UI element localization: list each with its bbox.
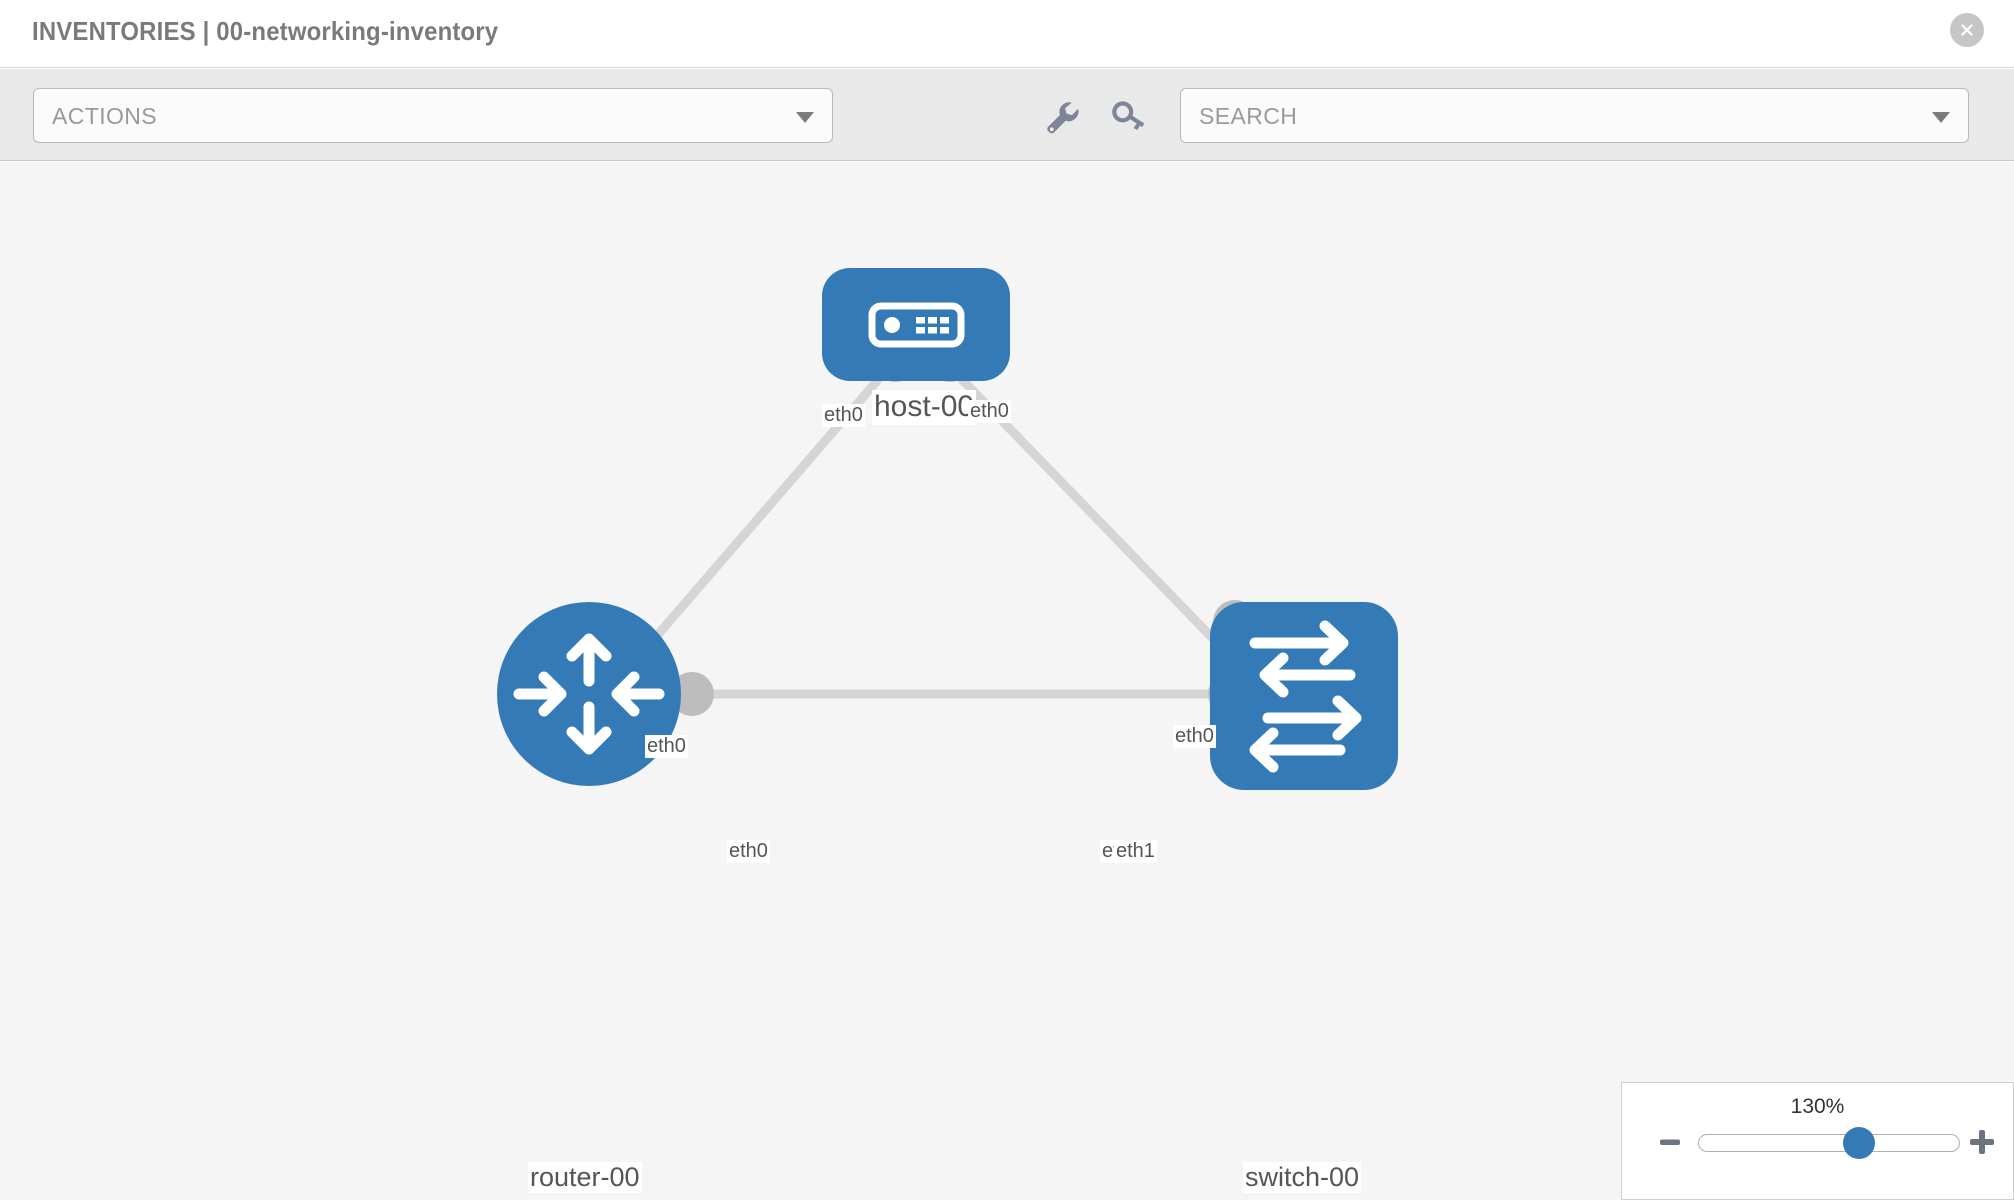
zoom-slider-track[interactable] [1698, 1134, 1960, 1152]
edge-label-host-switch-target: eth0 [1173, 725, 1216, 748]
zoom-level-value: 130% [1790, 1095, 1845, 1118]
zoom-slider-thumb[interactable] [1842, 1127, 1875, 1159]
chevron-down-icon [1932, 112, 1950, 123]
actions-dropdown-label: ACTIONS [52, 103, 158, 129]
node-host-00-shape [822, 268, 1010, 381]
node-host-00 [822, 268, 1010, 381]
node-label-switch-00: switch-00 [1243, 1162, 1362, 1194]
node-switch-00-shape [1210, 602, 1398, 790]
close-icon[interactable] [1950, 13, 1984, 47]
edge-label-router-switch-source: eth0 [727, 840, 770, 863]
four-arrows-inward-icon [513, 633, 665, 755]
search-placeholder: SEARCH [1199, 103, 1298, 129]
edge-label-router-switch-target: eth1 [1114, 840, 1157, 863]
wrench-icon[interactable] [1040, 95, 1082, 137]
edge-label-host-switch-source: eth0 [968, 400, 1011, 423]
node-router-00 [497, 602, 681, 786]
edge-label-host-router-target: eth0 [645, 735, 688, 758]
topology-graph [497, 268, 1398, 790]
edge-label-host-router-source: eth0 [822, 404, 865, 427]
chevron-down-icon [796, 112, 814, 123]
minus-icon[interactable] [1655, 1127, 1685, 1157]
server-appliance-icon [868, 302, 965, 348]
node-label-router-00: router-00 [528, 1162, 642, 1194]
actions-dropdown[interactable]: ACTIONS [33, 88, 833, 143]
four-arrows-exchange-icon [1249, 620, 1362, 773]
node-router-00-shape [497, 602, 681, 786]
page-header: INVENTORIES | 00-networking-inventory [0, 0, 2014, 68]
node-label-host-00: host-00 [872, 390, 977, 425]
search-input[interactable]: SEARCH [1180, 88, 1969, 143]
key-icon[interactable] [1108, 95, 1150, 137]
connector-router-right [670, 672, 714, 716]
plus-icon[interactable] [1967, 1127, 1997, 1157]
zoom-control-panel: 130% [1621, 1082, 2014, 1200]
toolbar: ACTIONS SEARCH [0, 69, 2014, 161]
page-title: INVENTORIES | 00-networking-inventory [32, 16, 499, 46]
node-switch-00 [1210, 602, 1398, 790]
topology-canvas[interactable]: host-00 router-00 switch-00 eth0 eth0 et… [0, 162, 2014, 1200]
